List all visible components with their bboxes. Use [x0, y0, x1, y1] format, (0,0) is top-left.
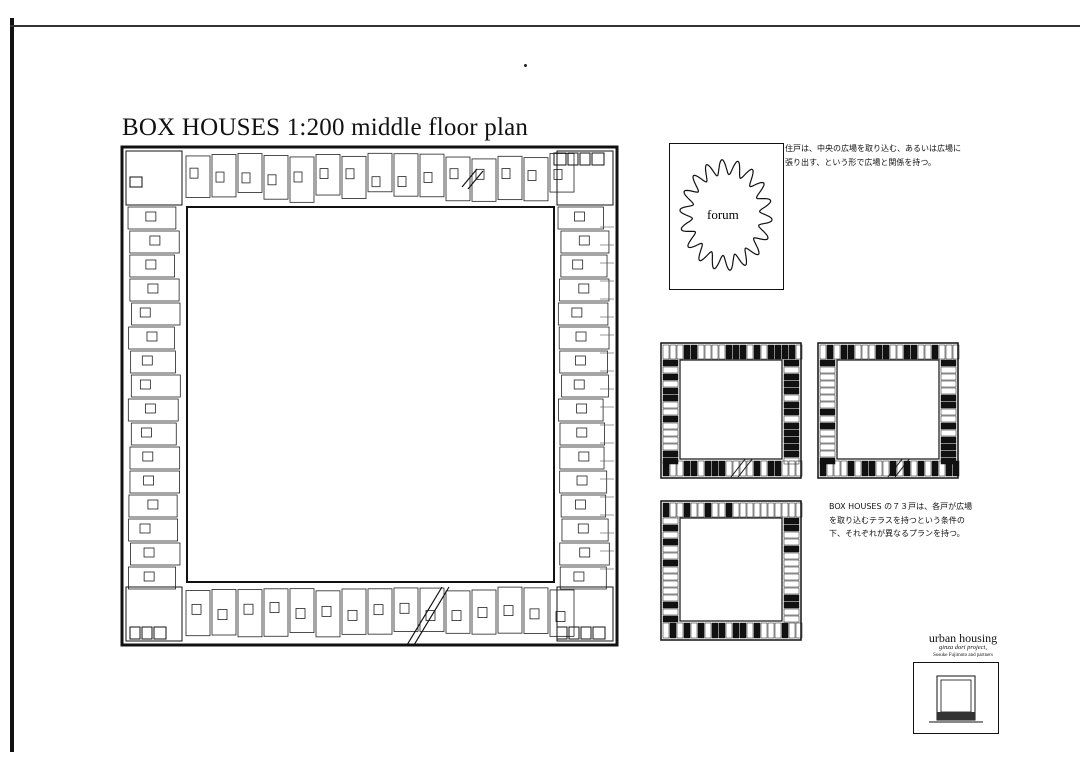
stray-mark — [524, 64, 527, 67]
corner-windows — [129, 152, 606, 640]
credit-subtitle: ginza dori project, — [939, 644, 987, 651]
forum-wavy-outline — [679, 159, 773, 271]
page-left-border — [10, 18, 14, 752]
forum-frame — [669, 143, 784, 290]
note-box-houses: BOX HOUSES の７３戸は、各戸が広場を取り込むテラスを持つという条件の下… — [829, 502, 973, 538]
note-unit-relation: 住戸は、中央の広場を取り込む、あるいは広場に張り出す、という形で広場と関係を持つ… — [785, 144, 961, 167]
unit-cells — [127, 152, 610, 638]
diagonal-passages — [406, 168, 484, 646]
balcony-ticks — [600, 226, 614, 570]
corner-rooms — [125, 150, 614, 642]
forum-label: forum — [707, 207, 739, 222]
mini-plan-1 — [660, 342, 803, 479]
credit-title: urban housing — [928, 631, 998, 645]
page-top-border — [10, 25, 1080, 27]
mini-plan-2 — [817, 342, 960, 479]
credit-block: urban housing ginza dori project, Sosuke… — [918, 632, 1008, 658]
page-title: BOX HOUSES 1:200 middle floor plan — [122, 114, 529, 141]
mini-plan-3 — [660, 500, 803, 641]
credit-author: Sosuke Fujimoto and partners — [933, 652, 993, 658]
central-plaza — [186, 206, 555, 583]
plan-outer-wall — [120, 145, 619, 647]
forum-diagram: forum — [669, 143, 784, 290]
credit-logo — [913, 662, 999, 734]
main-floor-plan — [120, 145, 619, 647]
